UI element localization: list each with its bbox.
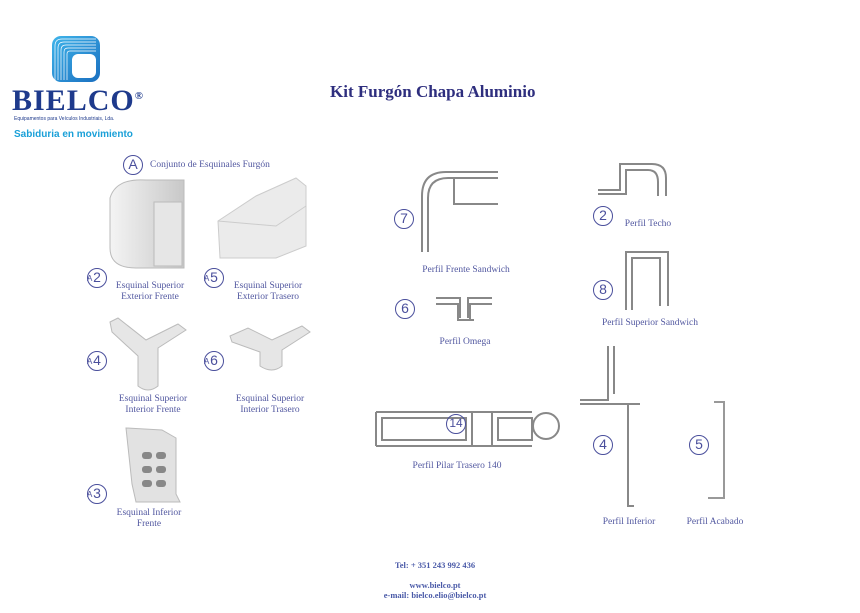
part-a5-image <box>217 177 307 259</box>
profile-frente-sandwich-label: Perfil Frente Sandwich <box>422 265 510 275</box>
profile-pilar-trasero-label: Perfil Pilar Trasero 140 <box>412 461 502 471</box>
part-a6-image <box>229 325 311 371</box>
badge-8: 8 <box>593 280 613 300</box>
footer-tel: Tel: + 351 243 992 436 <box>394 560 476 570</box>
badge-5: 5 <box>689 435 709 455</box>
profile-omega-label: Perfil Omega <box>439 337 491 347</box>
bielco-logo-icon <box>52 36 100 82</box>
brand-subtitle: Equipamentos para Veículos Industriais, … <box>14 116 115 122</box>
part-a2-image <box>109 179 185 269</box>
badge-a: A <box>123 155 143 175</box>
brand-name: BIELCO® <box>12 84 144 117</box>
badge-7: 7 <box>394 209 414 229</box>
badge-6: 6 <box>395 299 415 319</box>
profile-superior-sandwich-image <box>625 251 669 310</box>
profile-techo-label: Perfil Techo <box>624 219 672 229</box>
badge-14: 14 <box>446 414 466 434</box>
badge-2: 2 <box>593 206 613 226</box>
profile-acabado-image <box>708 401 725 499</box>
profile-inferior-image <box>580 346 640 507</box>
profile-acabado-label: Perfil Acabado <box>686 517 744 527</box>
footer-email[interactable]: e-mail: bielco.elio@bielco.pt <box>383 590 487 600</box>
part-a4-image <box>109 317 187 391</box>
badge-4: 4 <box>593 435 613 455</box>
group-label: Conjunto de Esquinales Furgón <box>150 160 270 170</box>
brand-slogan: Sabiduria en movimiento <box>14 129 133 140</box>
profile-techo-image <box>598 163 667 196</box>
profile-pilar-trasero-image <box>375 411 560 447</box>
footer-web[interactable]: www.bielco.pt <box>409 580 461 590</box>
profile-frente-sandwich-image <box>421 171 498 252</box>
profile-superior-sandwich-label: Perfil Superior Sandwich <box>601 318 699 328</box>
profile-omega-image <box>436 297 492 321</box>
profile-inferior-label: Perfil Inferior <box>602 517 656 527</box>
page-title: Kit Furgón Chapa Aluminio <box>330 82 536 101</box>
part-a3-image <box>125 427 181 503</box>
